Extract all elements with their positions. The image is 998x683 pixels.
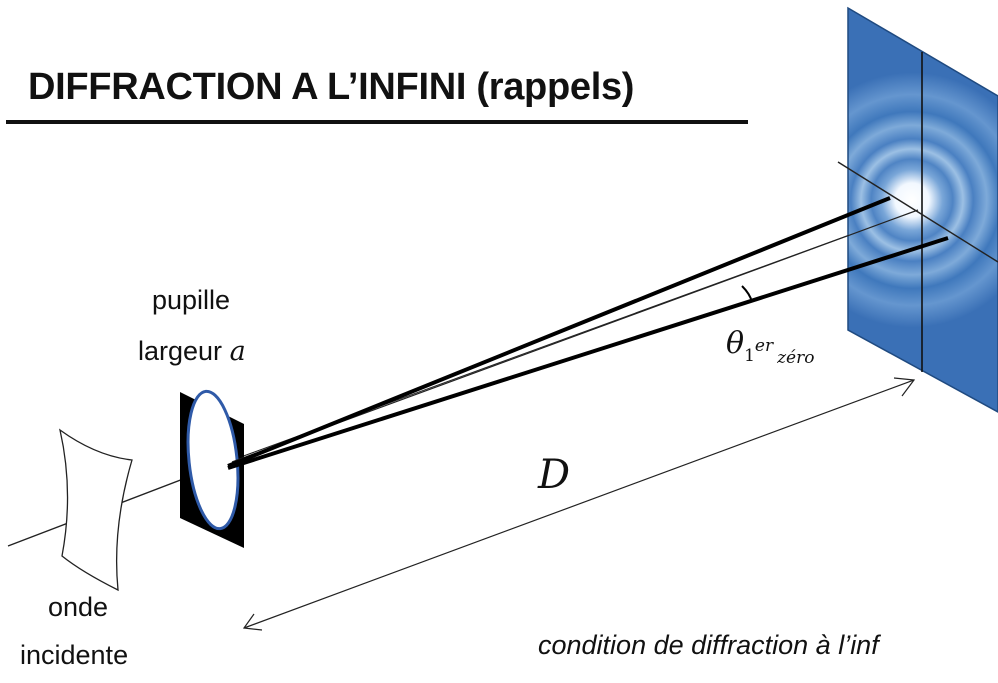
distance-label: D — [538, 452, 571, 498]
pupil-label: pupille — [152, 285, 231, 315]
distance-arrowhead-far — [893, 377, 916, 397]
angle-superscript: er — [754, 336, 774, 356]
angle-symbol: θ — [726, 326, 745, 361]
screen-horizontal-axis — [837, 161, 998, 263]
title-underline — [6, 120, 748, 124]
pupil-aperture — [186, 389, 240, 531]
distance-arrow — [243, 379, 915, 629]
distance-arrowhead-near — [242, 613, 263, 631]
angle-subscript-word: zéro — [777, 348, 815, 368]
pupil-width-text: largeur — [138, 336, 223, 366]
angle-label: θ1erzéro — [726, 326, 814, 368]
angle-subscript-main: 1 — [744, 346, 755, 366]
pupil-width-label: largeur a — [138, 336, 246, 367]
wave-label-incidente: incidente — [20, 640, 129, 670]
lower-ray — [227, 236, 949, 470]
angle-arc — [741, 285, 753, 303]
observation-screen — [847, 6, 998, 413]
wave-front — [58, 428, 133, 592]
page-title: DIFFRACTION A L’INFINI (rappels) — [28, 66, 635, 108]
pupil-width-symbol: a — [229, 336, 246, 367]
condition-text: condition de diffraction à l’inf — [538, 630, 879, 660]
upper-ray — [227, 196, 891, 468]
wave-label: onde — [48, 592, 109, 622]
